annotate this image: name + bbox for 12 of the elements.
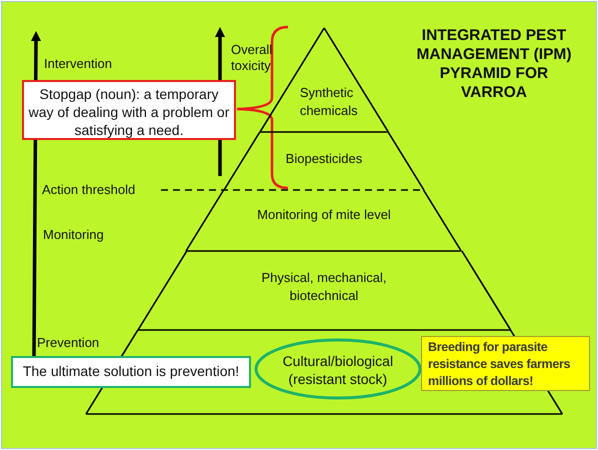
note-box: Breeding for parasite resistance saves farmers millions of dollars!	[421, 336, 590, 391]
callout-box: The ultimate solution is prevention!	[11, 356, 251, 388]
axis-label: Monitoring	[43, 227, 104, 243]
axis-label: Prevention	[37, 335, 100, 351]
pyramid-tier: Physical, mechanical, biotechnical	[138, 251, 510, 330]
title: INTEGRATED PEST MANAGEMENT (IPM) PYRAMID FOR VARROA	[416, 26, 572, 102]
axis-label: Action threshold	[42, 182, 136, 198]
pyramid-tier: Biopesticides	[224, 132, 424, 190]
ellipse-callout: Cultural/biological (resistant stock)	[254, 338, 422, 400]
axis-label: Intervention	[44, 56, 112, 72]
callout-box: Stopgap (noun): a temporary way of dealing with a problem or satisfying a need.	[22, 80, 236, 140]
pyramid-tier: Monitoring of mite level	[186, 190, 462, 251]
